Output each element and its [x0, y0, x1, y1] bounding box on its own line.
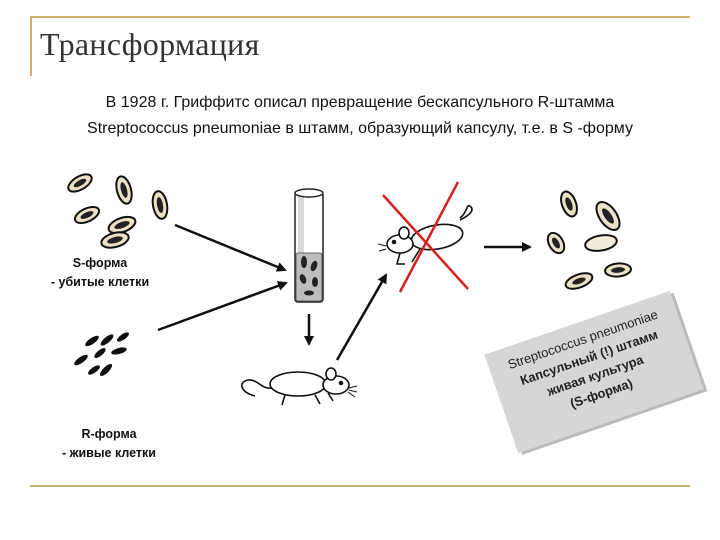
r-form-title: R-форма	[81, 427, 137, 441]
r-cell	[100, 334, 114, 346]
intro-line-1: В 1928 г. Гриффитс описал превращение бе…	[105, 94, 615, 111]
process-arrows	[157, 223, 532, 361]
top-border-line	[30, 16, 690, 18]
s-cell	[100, 231, 130, 249]
r-cell	[74, 354, 88, 366]
dead-cross-icon	[382, 181, 469, 293]
s-cell	[604, 262, 632, 278]
s-form-desc: - убитые клетки	[50, 275, 150, 289]
s-cell	[595, 201, 621, 231]
s-cell	[115, 175, 133, 205]
r-cell	[117, 332, 129, 342]
s-cell	[67, 173, 93, 193]
s-form-label: S-форма - убитые клетки	[35, 254, 165, 292]
r-cell	[111, 347, 127, 355]
arrow-r-to-tube	[157, 281, 288, 332]
slide-title: Трансформация	[40, 26, 260, 62]
r-cell	[99, 363, 113, 377]
bottom-border-line	[30, 485, 690, 487]
s-cell	[107, 215, 137, 235]
live-mouse	[241, 367, 358, 406]
s-cell	[546, 231, 566, 255]
r-cell	[94, 348, 106, 358]
s-cell	[584, 234, 618, 252]
s-cell	[560, 190, 578, 218]
r-form-living-cells	[74, 332, 129, 377]
dead-mouse	[377, 204, 473, 265]
r-cell	[85, 335, 99, 347]
r-cell	[88, 365, 100, 375]
recovered-s-culture	[546, 190, 632, 290]
arrow-mouse-up	[335, 273, 388, 361]
r-form-label: R-форма - живые клетки	[44, 425, 174, 463]
r-form-desc: - живые клетки	[61, 446, 156, 460]
s-form-title: S-форма	[72, 256, 128, 270]
s-cell	[564, 272, 594, 290]
intro-line-2: Streptococcus pneumoniae в штамм, образу…	[87, 120, 633, 137]
arrow-s-to-tube	[174, 223, 287, 272]
s-cell	[73, 205, 101, 225]
s-cell	[151, 190, 169, 220]
left-border-line	[30, 16, 32, 76]
s-form-killed-cells	[67, 173, 169, 249]
test-tube	[294, 188, 324, 303]
